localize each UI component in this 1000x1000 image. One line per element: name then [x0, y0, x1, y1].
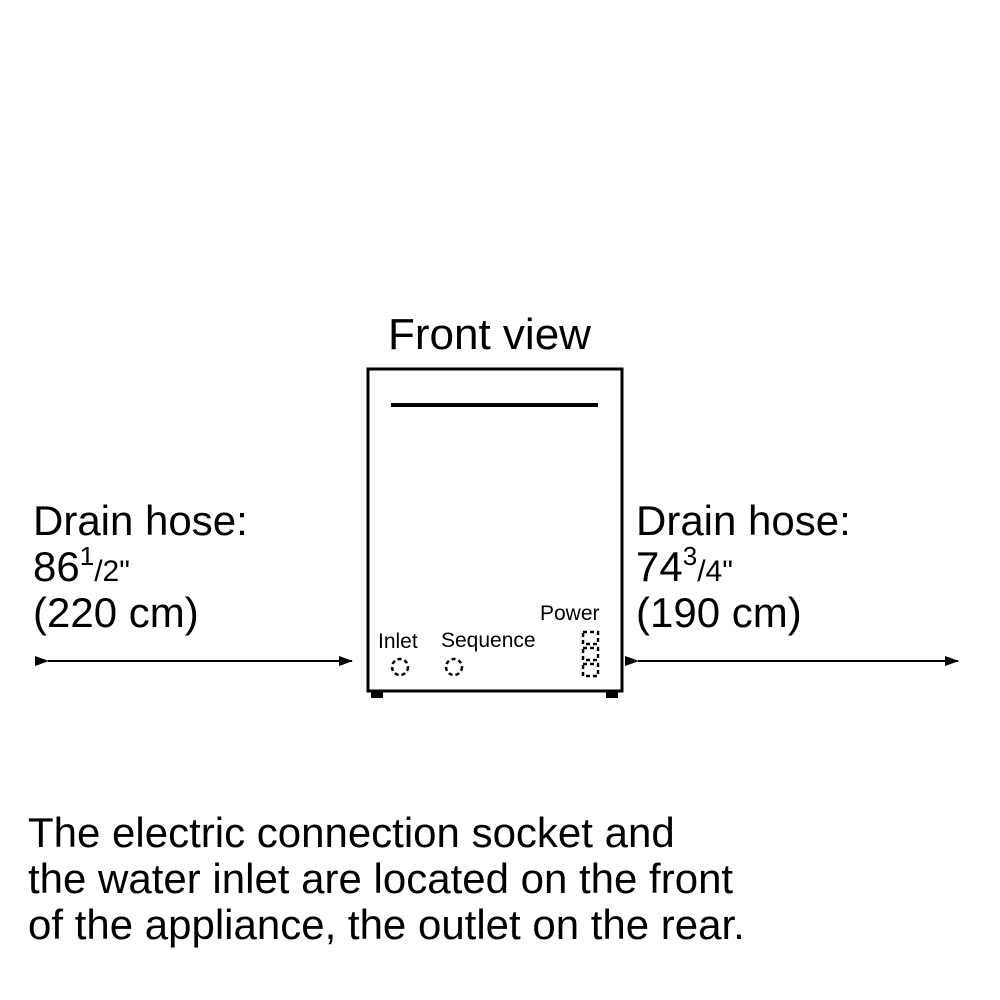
left-denominator: /2" [94, 555, 130, 588]
right-numerator: 3 [682, 541, 698, 571]
left-numerator: 1 [79, 541, 95, 571]
note-line-3: of the appliance, the outlet on the rear… [28, 901, 745, 948]
note-line-1: The electric connection socket and [28, 809, 675, 856]
right-drain-heading: Drain hose: [636, 497, 851, 544]
right-denominator: /4" [697, 555, 733, 588]
right-drain-imperial: 743/4" [636, 541, 733, 595]
sequence-label: Sequence [441, 629, 536, 652]
right-whole: 74 [636, 543, 683, 590]
left-foot [371, 690, 383, 698]
inlet-label: Inlet [378, 630, 418, 653]
sequence-symbol [444, 657, 464, 677]
left-drain-heading: Drain hose: [33, 497, 248, 544]
inlet-symbol [390, 657, 410, 677]
right-drain-metric: (190 cm) [636, 589, 802, 636]
power-label: Power [540, 602, 600, 625]
appliance-outline [366, 367, 624, 693]
power-symbol [581, 630, 600, 678]
right-foot [606, 690, 618, 698]
left-whole: 86 [33, 543, 80, 590]
left-drain-imperial: 861/2" [33, 541, 130, 595]
left-drain-metric: (220 cm) [33, 589, 199, 636]
diagram-title: Front view [388, 310, 591, 359]
note-line-2: the water inlet are located on the front [28, 855, 734, 902]
